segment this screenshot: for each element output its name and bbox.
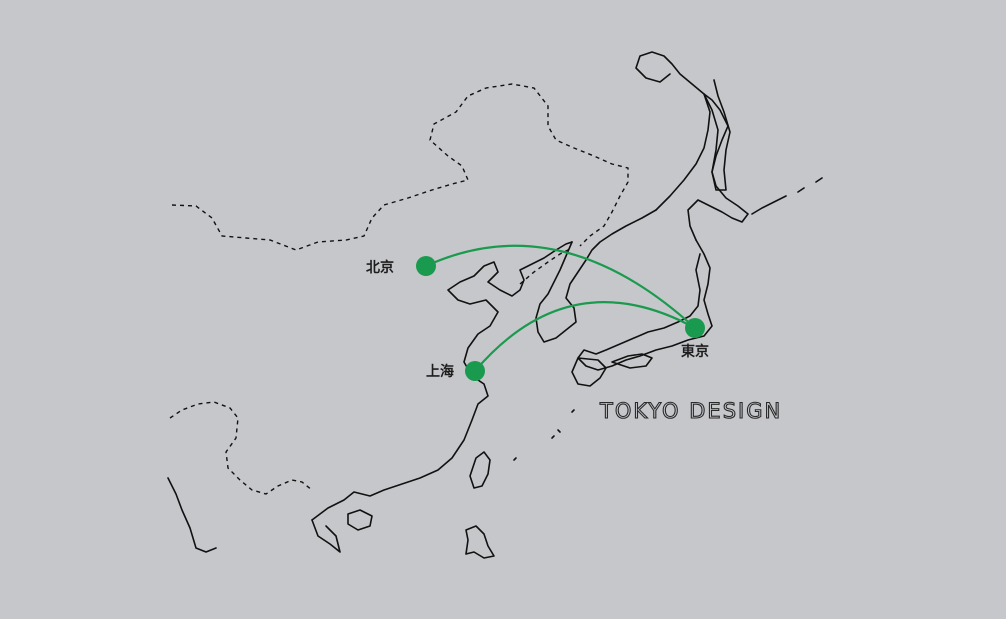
china-coastline xyxy=(311,241,573,521)
japan-kyushu xyxy=(571,357,607,387)
shanghai-marker[interactable] xyxy=(465,361,485,381)
kuril-islands xyxy=(751,177,823,215)
hainan-island xyxy=(347,509,373,531)
china-mongolia-russia-border xyxy=(171,83,629,251)
brand-text: TOKYO DESIGN xyxy=(599,399,782,423)
city-markers xyxy=(416,256,705,381)
japan-shikoku xyxy=(611,353,653,369)
ryukyu-islands xyxy=(513,409,575,461)
tokyo-marker[interactable] xyxy=(685,318,705,338)
coastlines xyxy=(167,51,823,559)
north-korea-border xyxy=(519,247,573,285)
route-shanghai-tokyo xyxy=(473,301,697,373)
tokyo-label: 東京 xyxy=(681,343,709,360)
route-beijing-tokyo xyxy=(424,244,697,330)
luzon-island xyxy=(465,525,495,559)
russia-far-east-coastline xyxy=(635,51,711,211)
city-labels: 北京 上海 東京 xyxy=(366,259,709,380)
beijing-marker[interactable] xyxy=(416,256,436,276)
shanghai-label: 上海 xyxy=(426,363,454,380)
beijing-label: 北京 xyxy=(366,259,394,276)
myanmar-coastline xyxy=(167,477,217,553)
korea-peninsula xyxy=(535,209,657,343)
flight-routes xyxy=(424,244,697,373)
indochina-coastline xyxy=(311,519,341,553)
taiwan-island xyxy=(469,451,491,489)
international-borders xyxy=(169,83,629,495)
china-southwest-border xyxy=(169,401,313,495)
sakhalin-coastline xyxy=(703,79,731,191)
